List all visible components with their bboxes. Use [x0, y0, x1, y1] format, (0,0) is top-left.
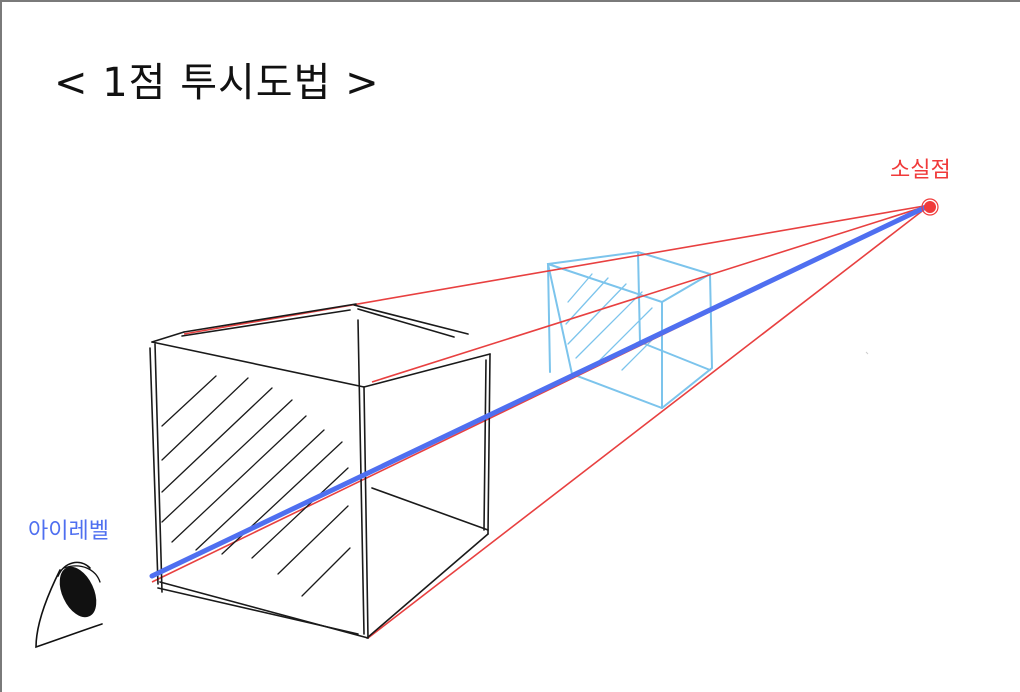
near-cube — [149, 303, 491, 639]
vanishing-point-label: 소실점 — [890, 158, 951, 183]
near-cube-edge — [363, 386, 369, 639]
eye-level-label: 아이레벨 — [28, 519, 109, 544]
eye-level-line — [149, 203, 931, 579]
far-cube-edge — [639, 341, 711, 371]
near-cube-edge — [157, 587, 359, 635]
near-cube-edge — [357, 308, 455, 338]
near-cube-edge — [151, 331, 185, 343]
near-cube-edge — [363, 353, 491, 388]
perspective-line — [371, 204, 931, 383]
far-cube-edge — [547, 263, 663, 409]
near-cube-hatching — [161, 375, 351, 597]
stray-mark — [865, 351, 869, 355]
far-cube-edge — [547, 263, 551, 373]
perspective-line — [367, 204, 931, 639]
near-cube-edge — [483, 359, 487, 531]
near-cube-edge — [151, 341, 365, 388]
far-cube — [546, 250, 714, 410]
near-cube-edge — [366, 533, 489, 639]
near-cube-edge — [181, 309, 351, 337]
near-cube-edge — [353, 304, 469, 335]
far-cube-edge — [661, 273, 711, 303]
eye-icon — [35, 561, 103, 649]
page-title: < 1점 투시도법 > — [54, 60, 380, 106]
far-cube-edge — [571, 251, 642, 375]
near-cube-edge — [487, 353, 491, 535]
near-cube-edge — [371, 487, 489, 531]
perspective-line — [183, 204, 931, 335]
near-cube-edge — [149, 347, 159, 585]
near-cube-edge — [183, 303, 357, 333]
far-cube-hatching — [565, 273, 657, 371]
near-cube-edge — [154, 343, 163, 593]
vanishing-point-marker — [921, 198, 939, 216]
